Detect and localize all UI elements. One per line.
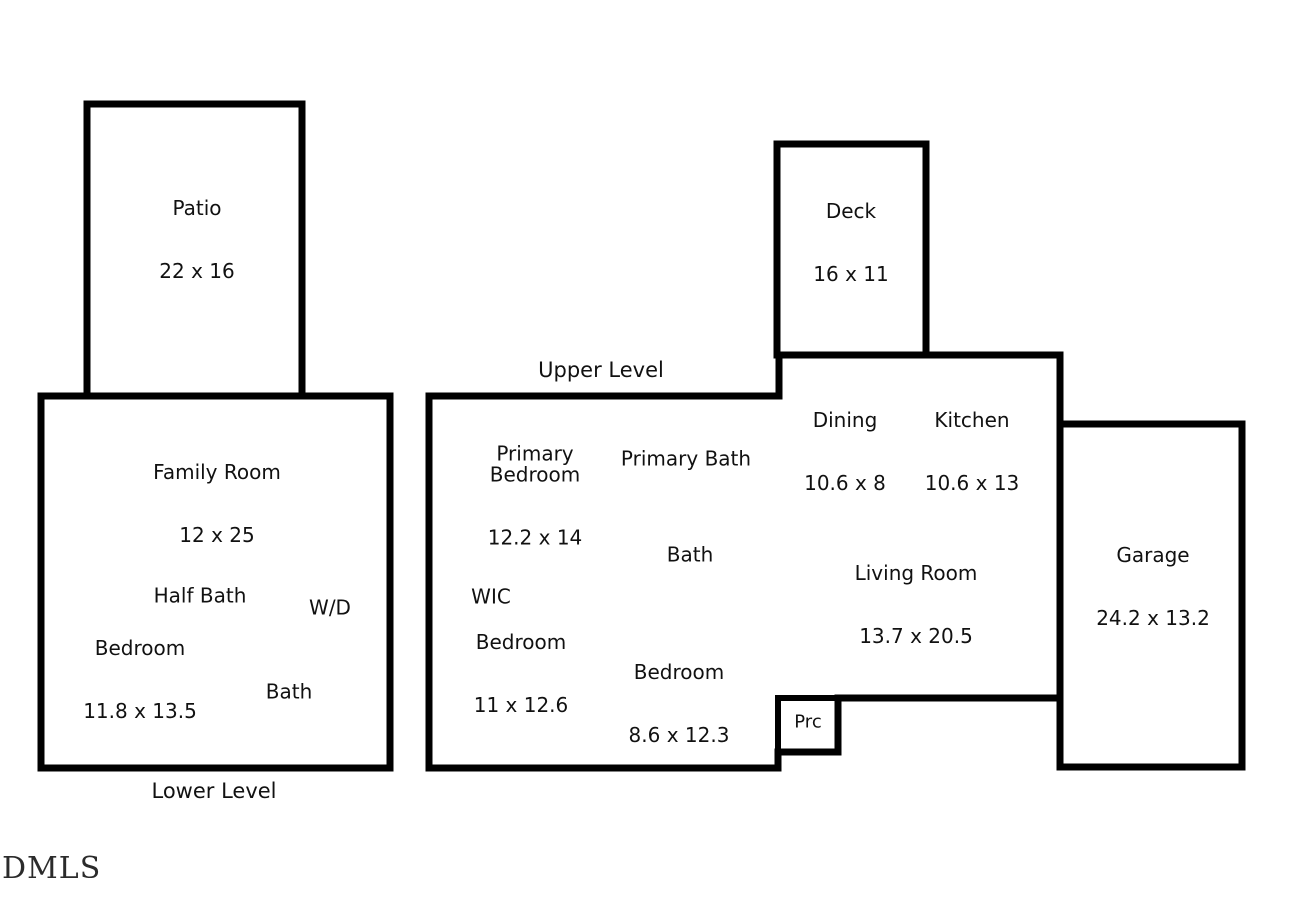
room-name-living-room: Living Room (854, 561, 978, 585)
room-name-bedroom-2: Bedroom (475, 630, 567, 654)
room-label-half-bath: Half Bath (154, 544, 247, 649)
deck-outline (773, 140, 930, 359)
room-name-wic: WIC (471, 584, 511, 609)
room-label-primary-bath: Primary Bath (621, 407, 751, 512)
room-name-porch: Prc (794, 711, 822, 733)
lower-level-outline (37, 392, 394, 772)
room-label-porch: Prc (794, 670, 821, 775)
room-dim-bedroom-2: 11 x 12.6 (473, 693, 569, 717)
room-name-kitchen: Kitchen (934, 408, 1010, 432)
room-label-lower-bath: Bath (266, 640, 313, 745)
room-label-washer-dryer: W/D (309, 556, 351, 661)
room-dim-primary-bedroom: 12.2 x 14 (487, 525, 583, 550)
level-caption-lower: Lower Level (151, 779, 277, 803)
room-dim-lower-bedroom: 11.8 x 13.5 (83, 699, 197, 723)
room-label-upper-bath: Bath (667, 503, 714, 608)
room-name-deck: Deck (825, 199, 877, 223)
room-dim-deck: 16 x 11 (813, 262, 889, 286)
room-label-lower-bedroom: Bedroom 11.8 x 13.5 (83, 596, 197, 764)
room-name-family-room: Family Room (153, 460, 281, 484)
room-name-washer-dryer: W/D (309, 595, 351, 620)
room-label-bedroom-2: Bedroom 11 x 12.6 (474, 590, 569, 758)
room-label-deck: Deck 16 x 11 (813, 159, 888, 327)
room-dim-family-room: 12 x 25 (179, 523, 255, 547)
room-name-primary-bath: Primary Bath (620, 446, 752, 471)
room-label-garage: Garage 24.2 x 13.2 (1096, 503, 1210, 671)
room-label-patio: Patio 22 x 16 (159, 156, 234, 324)
room-name-dining: Dining (812, 408, 878, 432)
room-name-bedroom-3: Bedroom (633, 660, 725, 684)
room-label-kitchen: Kitchen 10.6 x 13 (925, 368, 1020, 536)
room-label-living-room: Living Room 13.7 x 20.5 (855, 521, 978, 689)
room-dim-garage: 24.2 x 13.2 (1096, 606, 1210, 630)
room-name-garage: Garage (1116, 543, 1190, 567)
room-name-patio: Patio (172, 196, 222, 220)
room-dim-dining: 10.6 x 8 (804, 471, 886, 495)
patio-outline (83, 100, 306, 400)
room-dim-bedroom-3: 8.6 x 12.3 (628, 723, 730, 747)
room-name-upper-bath: Bath (666, 542, 714, 567)
room-dim-kitchen: 10.6 x 13 (924, 471, 1020, 495)
watermark-logo: DMLS (2, 852, 102, 878)
garage-outline (1056, 420, 1246, 771)
level-caption-upper: Upper Level (538, 358, 664, 382)
room-dim-patio: 22 x 16 (159, 259, 235, 283)
room-name-lower-bath: Bath (265, 679, 313, 704)
room-label-dining: Dining 10.6 x 8 (804, 368, 886, 536)
porch-outline (775, 695, 841, 755)
room-name-lower-bedroom: Bedroom (94, 636, 186, 660)
room-label-wic: WIC (471, 545, 511, 650)
room-dim-living-room: 13.7 x 20.5 (859, 624, 973, 648)
room-label-bedroom-3: Bedroom 8.6 x 12.3 (629, 620, 730, 788)
room-name-half-bath: Half Bath (153, 583, 247, 608)
room-label-family-room: Family Room 12 x 25 (153, 420, 281, 588)
